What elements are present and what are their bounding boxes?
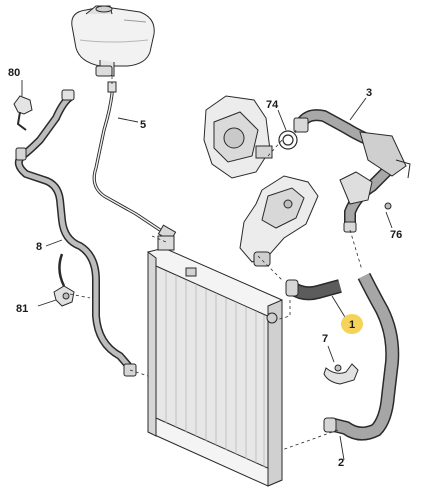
radiator	[147, 235, 283, 487]
callout-80: 80	[8, 67, 20, 79]
callout-2: 2	[338, 457, 344, 469]
clip-81	[53, 253, 75, 307]
o-ring-74	[278, 130, 298, 150]
expansion-tank	[71, 5, 155, 77]
bracket-76	[339, 171, 392, 210]
callout-1-badge: 1	[341, 314, 363, 334]
clip-7	[323, 363, 359, 385]
hose-8	[14, 89, 137, 377]
callout-74: 74	[266, 99, 279, 111]
callout-5: 5	[140, 119, 146, 131]
callout-76: 76	[390, 229, 402, 241]
hose-2	[323, 272, 400, 441]
water-outlet-housing	[239, 175, 319, 267]
callout-7: 7	[322, 333, 328, 345]
callout-1: 1	[349, 319, 355, 331]
thermostat-housing	[203, 95, 273, 179]
assembly-lines	[69, 76, 363, 451]
callout-81: 81	[16, 303, 28, 315]
callout-8: 8	[36, 241, 42, 253]
callout-labels: 80 5 3 74 8 76 81 1 7 2	[8, 67, 402, 469]
clip-80	[13, 95, 33, 131]
callout-3: 3	[366, 87, 372, 99]
hose-1	[285, 279, 342, 301]
bleed-pipe-5	[92, 81, 177, 243]
